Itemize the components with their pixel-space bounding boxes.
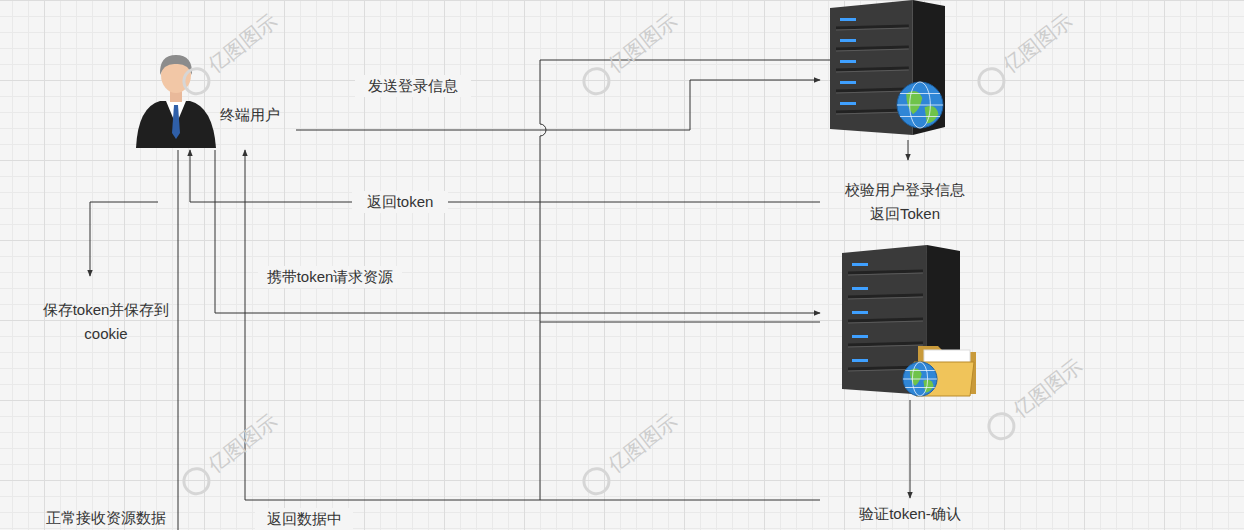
leader-arrow [90,202,158,276]
watermark: 亿图图示 [981,353,1089,446]
node-label: 终端用户 [220,103,292,127]
bus-branch [540,60,830,61]
auth-server: 校验用户登录信息 返回Token [820,0,990,228]
bus-line [540,60,546,500]
leader-arrow [910,400,911,498]
node-label: 校验用户登录信息 返回Token [839,178,971,226]
edge-label: 返回token [352,191,448,213]
resource-server: 验证token-确认 [820,245,1000,530]
node-label: 验证token-确认 [825,502,995,526]
watermark: 亿图图示 [176,408,284,501]
watermark: 亿图图示 [576,408,684,501]
node-illustration [820,245,1000,530]
watermark: 亿图图示 [576,8,684,101]
edge-label: 携带token请求资源 [258,266,402,288]
person-icon [136,55,216,148]
lifeline [178,150,179,530]
watermark: 亿图图示 [971,8,1079,101]
globe-icon [897,82,943,128]
flow-arrow [215,150,820,313]
step-note: 保存token并保存到cookie [40,298,172,346]
globe-icon [903,362,937,396]
bus-branch [540,322,820,323]
edge-label: 返回数据中 [255,508,353,530]
flow-arrow [245,150,820,500]
flow-arrow [190,150,820,202]
edge-label: 发送登录信息 [355,75,471,97]
leader-arrow [908,140,909,160]
step-note: 正常接收资源数据 [40,506,172,530]
server-icon [830,0,945,135]
watermark: 亿图图示 [176,8,284,101]
